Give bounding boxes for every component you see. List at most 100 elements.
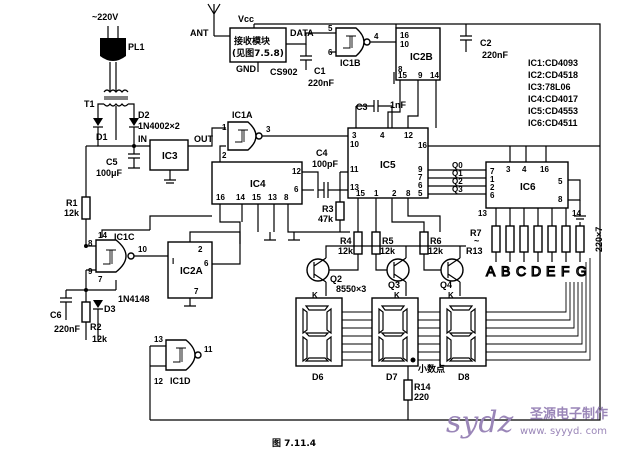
k-label-d8: K	[448, 291, 454, 300]
svg-text:7: 7	[98, 275, 103, 284]
svg-text:7: 7	[490, 167, 495, 176]
r13-label: R13	[466, 246, 483, 256]
r3-value: 47k	[318, 214, 334, 224]
c4-capacitor	[318, 182, 348, 198]
q2-out-label: Q2	[452, 177, 463, 186]
d2-label: D2	[138, 110, 150, 120]
seg-letter-g: G	[576, 263, 587, 279]
vout-wire	[188, 127, 226, 147]
ic5-section: C3 1nF IC5 3 10 4 12 11 13 16 9 7 6 5 15…	[312, 100, 600, 232]
ic6-section: IC6 7 1 2 6 3 4 16 5 8 13 14 R7 ~ R13 22…	[466, 146, 604, 361]
seg-letter-e: E	[546, 263, 555, 279]
c2-value: 220nF	[482, 50, 509, 60]
mains-label: ~220V	[92, 12, 118, 22]
ic1d-gate	[165, 339, 196, 371]
plug-pins	[107, 26, 119, 38]
r7-resistor	[491, 225, 501, 253]
svg-text:8: 8	[406, 189, 411, 198]
q4-transistor	[440, 258, 464, 282]
svg-text:13: 13	[154, 335, 163, 344]
svg-text:13: 13	[478, 209, 487, 218]
mains-wires	[109, 62, 117, 92]
d7-decimal-point	[410, 357, 416, 363]
r14-value: 220	[414, 392, 429, 402]
svg-text:15: 15	[398, 71, 407, 80]
svg-text:7: 7	[194, 287, 199, 296]
svg-text:2: 2	[198, 245, 203, 254]
d8-segments	[446, 305, 476, 363]
transformer-core	[104, 96, 128, 100]
svg-text:6: 6	[294, 185, 299, 194]
r5-resistor	[371, 231, 381, 255]
svg-text:16: 16	[400, 31, 409, 40]
r6-resistor	[419, 231, 429, 255]
q3-transistor	[386, 258, 410, 282]
svg-text:11: 11	[350, 165, 359, 174]
r4-label: R4	[340, 236, 352, 246]
diode-d3-icon	[93, 290, 103, 308]
power-supply: ~220V PL1 T1 D1 D2 1N4002×2 IN IC3 OUT C…	[64, 12, 226, 248]
schmitt-icon	[343, 35, 356, 49]
svg-text:13: 13	[350, 183, 359, 192]
svg-text:9: 9	[418, 165, 423, 174]
ic4-label: IC4	[250, 179, 266, 190]
r4-value: 12k	[338, 246, 354, 256]
r7-tilde: ~	[474, 236, 479, 246]
ic1c-label: IC1C	[114, 232, 135, 242]
k-label-d7: K	[394, 291, 400, 300]
ic5-label: IC5	[380, 160, 396, 171]
transformer-label: T1	[84, 99, 95, 109]
module-line1: 接收模块	[234, 35, 271, 47]
plug-icon	[100, 38, 126, 61]
ic6-label: IC6	[520, 182, 536, 193]
ic-list-3: IC4:CD4017	[528, 94, 578, 104]
ic1c-gate	[95, 239, 127, 273]
out-label: OUT	[194, 134, 214, 144]
svg-text:10: 10	[400, 40, 409, 49]
q3-out-label: Q3	[452, 185, 463, 194]
svg-text:16: 16	[418, 141, 427, 150]
d3-label: D3	[104, 304, 116, 314]
c1-capacitor	[300, 44, 312, 70]
d1-label: D1	[96, 132, 108, 142]
r1-value: 12k	[64, 208, 80, 218]
svg-text:2: 2	[392, 189, 397, 198]
svg-text:12: 12	[404, 131, 413, 140]
svg-text:9: 9	[88, 267, 93, 276]
ic4-ground-bus	[257, 204, 350, 233]
c3-value: 1nF	[390, 100, 407, 110]
ic1c-ic2a-section: IC1C 8 9 14 7 10 IC2A I 2 6 7 C6 220nF R…	[50, 215, 241, 420]
svg-text:3: 3	[352, 131, 357, 140]
svg-text:6: 6	[418, 181, 423, 190]
c4-label: C4	[316, 148, 328, 158]
svg-text:16: 16	[216, 193, 225, 202]
c6-label: C6	[50, 310, 62, 320]
schmitt-icon	[173, 347, 186, 363]
svg-text:2: 2	[222, 151, 227, 160]
svg-text:11: 11	[204, 345, 213, 354]
vcc-label: Vcc	[238, 14, 254, 24]
seg-letter-f: F	[561, 263, 570, 279]
svg-text:12: 12	[154, 377, 163, 386]
figure-caption: 图 7.11.4	[272, 438, 316, 449]
svg-text:10: 10	[350, 140, 359, 149]
d6-label: D6	[312, 372, 324, 382]
svg-text:14: 14	[98, 231, 107, 240]
ant-label: ANT	[190, 28, 209, 38]
r2-resistor	[81, 301, 91, 323]
r3-resistor	[335, 201, 345, 221]
c5-label: C5	[106, 157, 118, 167]
c6-capacitor	[60, 290, 72, 320]
ic-list: IC1:CD4093 IC2:CD4518 IC3:78L06 IC4:CD40…	[528, 58, 578, 128]
svg-text:7: 7	[418, 173, 423, 182]
ic2b-outputs	[399, 80, 437, 104]
r1-resistor	[81, 196, 91, 220]
ic2a-input: I	[172, 257, 174, 266]
ic-list-5: IC6:CD4511	[528, 118, 578, 128]
d2-type: 1N4002×2	[138, 121, 180, 131]
diode-d1-icon	[93, 118, 103, 126]
svg-text:8: 8	[284, 193, 289, 202]
q2-label: Q2	[330, 274, 342, 284]
ic2a-label: IC2A	[180, 266, 203, 277]
r2-value: 12k	[92, 334, 108, 344]
